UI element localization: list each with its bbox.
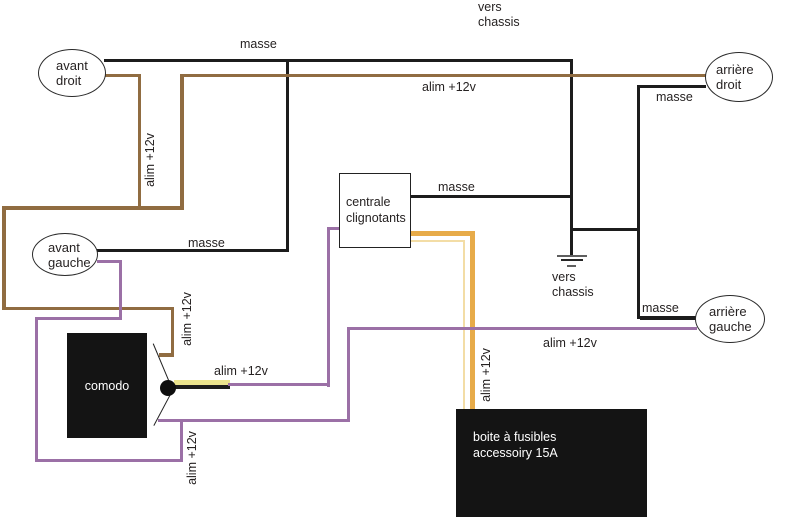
lamp-arriere-gauche: arrière gauche: [695, 295, 765, 343]
label-alim-fusebox-vertical: alim +12v: [479, 348, 493, 402]
wire-purple-switch-common: [228, 383, 330, 386]
switch-pivot-dot: [160, 380, 176, 396]
lamp-arriere-droit: arrière droit: [705, 52, 773, 102]
centrale-clignotants-box: centrale clignotants: [339, 173, 411, 248]
label-vers-chassis-top-line1: vers: [478, 0, 502, 14]
lamp-avant-gauche: avant gauche: [32, 233, 98, 276]
wire-purple-avant-gauche-stub: [97, 260, 122, 263]
wire-alim-fuse-thin-vertical: [463, 240, 465, 409]
wire-purple-centrale-stub: [327, 227, 341, 230]
wire-brown-mid-horizontal: [2, 206, 184, 210]
wire-brown-avant-droit-vertical: [137, 73, 141, 210]
wire-masse-rear-vertical: [637, 85, 640, 319]
centrale-clignotants-line1: centrale: [346, 195, 391, 209]
label-vers-chassis-ground-line2: chassis: [552, 285, 594, 299]
comodo-box-label: comodo: [84, 378, 130, 393]
lamp-avant-droit-line2: droit: [56, 73, 82, 88]
lamp-avant-droit-line1: avant: [56, 58, 88, 73]
wire-masse-arriere-gauche: [640, 316, 696, 320]
label-masse-avant-gauche: masse: [188, 236, 225, 250]
wire-brown-riser-vertical: [180, 75, 184, 210]
wire-brown-avant-droit-stub: [104, 73, 140, 77]
wire-masse-chassis-vertical: [570, 59, 573, 255]
label-masse-centrale: masse: [438, 180, 475, 194]
wire-purple-left-edge-vertical: [35, 317, 38, 462]
wire-alim-fuse-vertical: [469, 230, 475, 409]
boite-fusibles-box: boite à fusibles accessoiry 15A: [456, 409, 647, 517]
wire-purple-avant-gauche-vertical: [119, 260, 122, 320]
switch-upper-arm: [152, 342, 170, 382]
wire-masse-front-top: [104, 59, 573, 62]
wire-purple-rear-riser: [346, 327, 350, 422]
wire-brown-switch-stub: [159, 353, 174, 357]
lamp-avant-gauche-line2: gauche: [48, 254, 91, 270]
lamp-arriere-gauche-line1: arrière: [709, 304, 747, 319]
wire-masse-avant-gauche: [97, 249, 289, 252]
ground-symbol-bar-mid: [561, 258, 583, 261]
label-alim-top: alim +12v: [422, 80, 476, 94]
label-alim-arriere-gauche: alim +12v: [543, 336, 597, 350]
label-alim-comodo-brown-vertical: alim +12v: [180, 292, 194, 346]
label-alim-switch: alim +12v: [214, 364, 268, 378]
label-vers-chassis-ground-line1: vers: [552, 270, 576, 284]
wire-masse-arriere-droit-stub: [640, 85, 706, 88]
label-vers-chassis-top: vers chassis: [478, 0, 520, 30]
wire-purple-left-horizontal: [35, 317, 122, 320]
wire-masse-centrale: [411, 195, 571, 198]
comodo-box: comodo: [67, 333, 147, 438]
label-masse-front-top: masse: [240, 37, 277, 51]
wire-switch-common-black: [174, 385, 230, 389]
wire-brown-top-to-arriere-droit: [180, 73, 706, 77]
label-alim-avant-droit-vertical: alim +12v: [143, 133, 157, 187]
wire-brown-to-comodo-horizontal: [2, 306, 174, 310]
lamp-arriere-gauche-line2: gauche: [709, 319, 752, 334]
lamp-arriere-droit-line2: droit: [716, 77, 742, 92]
wire-purple-bottom-horizontal: [35, 458, 183, 462]
wire-switch-common-highlight: [174, 379, 230, 385]
label-alim-comodo-purple-vertical: alim +12v: [185, 431, 199, 485]
lamp-arriere-droit-line1: arrière: [716, 62, 754, 77]
wire-masse-cross-link: [570, 228, 640, 231]
boite-fusibles-line2: accessoiry 15A: [473, 446, 558, 460]
label-vers-chassis-top-line2: chassis: [478, 15, 520, 29]
wire-alim-fuse-thin-horizontal: [411, 240, 465, 242]
ground-symbol-bar-small: [566, 264, 576, 267]
label-masse-arriere-gauche: masse: [642, 301, 679, 315]
wire-purple-switch-lower-horizontal: [158, 419, 350, 422]
wire-masse-front-link-vertical: [286, 59, 289, 252]
lamp-avant-droit: avant droit: [38, 49, 106, 97]
lamp-avant-gauche-line1: avant: [48, 239, 80, 255]
wire-purple-bottom-riser: [179, 419, 183, 462]
centrale-clignotants-line2: clignotants: [346, 210, 406, 225]
wire-purple-to-arriere-gauche: [346, 327, 697, 330]
wire-purple-centrale-vertical: [327, 227, 330, 387]
wire-brown-left-edge-vertical: [2, 206, 6, 310]
wire-alim-fuse-horizontal: [411, 230, 475, 236]
label-masse-arriere-droit: masse: [656, 90, 693, 104]
ground-symbol-bar-wide: [557, 254, 587, 257]
boite-fusibles-line1: boite à fusibles: [473, 430, 557, 444]
wire-brown-to-comodo-vertical: [170, 306, 174, 357]
label-vers-chassis-ground: vers chassis: [552, 270, 594, 300]
